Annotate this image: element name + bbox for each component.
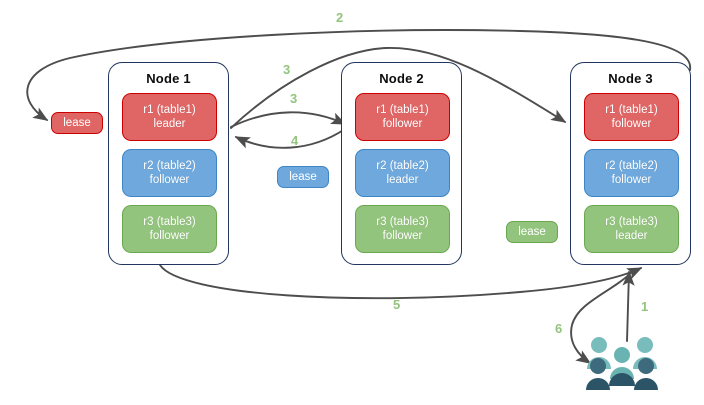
node-title: Node 2 <box>379 71 424 86</box>
edge-step-3-to-node2 <box>230 111 347 128</box>
replica-role: leader <box>615 230 648 242</box>
node-card-1[interactable]: Node 1 r1 (table1) leader r2 (table2) fo… <box>108 62 229 265</box>
replica-r3-node2[interactable]: r3 (table3) follower <box>355 205 450 253</box>
replica-role: leader <box>153 118 186 130</box>
replica-role: follower <box>611 174 652 186</box>
replica-role: follower <box>149 230 190 242</box>
replica-r3-node1[interactable]: r3 (table3) follower <box>122 205 217 253</box>
replica-name: r2 (table2) <box>605 160 658 172</box>
replica-name: r1 (table1) <box>143 104 196 116</box>
lease-badge-red[interactable]: lease <box>51 112 103 134</box>
replica-name: r2 (table2) <box>143 160 196 172</box>
replica-name: r2 (table2) <box>376 160 429 172</box>
replica-r3-node3[interactable]: r3 (table3) leader <box>584 205 679 253</box>
step-label-6: 6 <box>555 321 563 336</box>
step-label-1: 1 <box>641 299 649 314</box>
node-title: Node 1 <box>146 71 191 86</box>
edge-step-6 <box>570 270 634 364</box>
replica-r1-node1[interactable]: r1 (table1) leader <box>122 93 217 141</box>
replica-name: r3 (table3) <box>376 216 429 228</box>
lease-badge-green[interactable]: lease <box>506 221 558 243</box>
edge-step-4 <box>234 128 346 149</box>
step-label-4: 4 <box>291 133 299 148</box>
lease-badge-blue[interactable]: lease <box>277 166 329 188</box>
replica-role: follower <box>382 230 423 242</box>
edge-step-1 <box>622 270 635 342</box>
replica-r2-node1[interactable]: r2 (table2) follower <box>122 149 217 197</box>
step-label-3-lower: 3 <box>290 91 298 106</box>
replica-role: follower <box>611 118 652 130</box>
replica-r1-node3[interactable]: r1 (table1) follower <box>584 93 679 141</box>
replica-r2-node3[interactable]: r2 (table2) follower <box>584 149 679 197</box>
replica-name: r3 (table3) <box>143 216 196 228</box>
lease-label: lease <box>518 225 546 238</box>
replica-name: r1 (table1) <box>605 104 658 116</box>
lease-label: lease <box>63 116 91 129</box>
node-card-3[interactable]: Node 3 r1 (table1) follower r2 (table2) … <box>570 62 691 265</box>
replica-r2-node2[interactable]: r2 (table2) leader <box>355 149 450 197</box>
replica-name: r1 (table1) <box>376 104 429 116</box>
node-card-2[interactable]: Node 2 r1 (table1) follower r2 (table2) … <box>341 62 462 265</box>
edge-step-2 <box>26 29 691 121</box>
lease-label: lease <box>289 170 317 183</box>
replica-name: r3 (table3) <box>605 216 658 228</box>
edge-step-3-to-node3 <box>230 47 567 129</box>
step-label-3-upper: 3 <box>283 62 291 77</box>
node-title: Node 3 <box>608 71 653 86</box>
replica-role: follower <box>382 118 423 130</box>
step-label-2: 2 <box>336 10 344 25</box>
step-label-5: 5 <box>393 297 401 312</box>
replica-role: leader <box>386 174 419 186</box>
replica-r1-node2[interactable]: r1 (table1) follower <box>355 93 450 141</box>
edge-step-5 <box>159 264 643 300</box>
people-group-icon <box>586 337 658 390</box>
replica-role: follower <box>149 174 190 186</box>
